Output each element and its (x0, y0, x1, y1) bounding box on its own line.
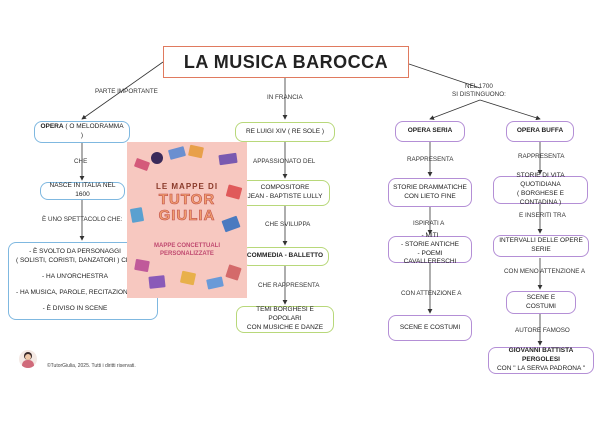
avatar (19, 350, 37, 368)
opera-buffa-node: OPERA BUFFA (506, 121, 574, 142)
middle-label-rappresenta: CHE RAPPRESENTA (258, 282, 320, 289)
spettacolo-bullet-3: - HA UN'ORCHESTRA (42, 272, 108, 280)
spettacolo-bullet-1: - È SVOLTO DA PERSONAGGI (29, 248, 121, 255)
book-icon (148, 275, 166, 289)
logo-line4: MAPPE CONCETTUALI (154, 243, 220, 249)
branch-label-left: PARTE IMPORTANTE (95, 88, 158, 95)
opera-seria-node: OPERA SERIA (395, 121, 465, 142)
buffa-label-inseriti: E INSERITI TRA (519, 212, 566, 219)
book-icon (179, 270, 197, 286)
commedia-node: COMMEDIA - BALLETTO (241, 247, 329, 266)
middle-label-sviluppa: CHE SVILUPPA (265, 221, 311, 228)
branch-label-middle: IN FRANCIA (267, 94, 303, 101)
buffa-storie-line1: STORIE DI VITA QUOTIDIANA (516, 172, 565, 189)
logo-line2: TUTOR (158, 191, 216, 208)
buffa-intervalli-node: INTERVALLI DELLE OPERE SERIE (493, 235, 589, 257)
buffa-giovanni-line2: CON " LA SERVA PADRONA " (496, 364, 586, 372)
title-box: LA MUSICA BAROCCA (163, 46, 409, 78)
seria-storie-line2: CON LIETO FINE (404, 192, 456, 200)
compositore-line1: COMPOSITORE (260, 184, 310, 192)
opera-node-rest: ( O MELODRAMMA ) (63, 123, 124, 139)
book-icon (206, 276, 224, 290)
temi-node: TEMI BORGHESI E POPOLARI CON MUSICHE E D… (236, 306, 334, 333)
opera-node-bold: OPERA (40, 123, 64, 131)
spettacolo-bullet-5: - È DIVISO IN SCENE (42, 305, 108, 313)
seria-miti-line3: - POEMI CAVALLERESCHI (403, 249, 457, 266)
seria-storie-node: STORIE DRAMMATICHE CON LIETO FINE (388, 178, 472, 207)
compositore-line2: JEAN - BAPTISTE LULLY (247, 193, 323, 200)
logo-line5: PERSONALIZZATE (160, 250, 214, 257)
seria-label-ispirati: ISPIRATI A (413, 220, 445, 227)
spettacolo-bullet-2: ( SOLISTI, CORISTI, DANZATORI ) CHE CA (16, 256, 146, 264)
buffa-storie-node: STORIE DI VITA QUOTIDIANA ( BORGHESE E C… (493, 172, 588, 206)
logo-line3: GIULIA (158, 206, 216, 224)
left-label-che: CHE (74, 158, 88, 165)
seria-miti-line1: - MITI (421, 231, 439, 239)
temi-line2: CON MUSICHE E DANZE (246, 323, 324, 331)
seria-miti-line2: - STORIE ANTICHE (400, 240, 460, 248)
book-icon (167, 146, 187, 160)
page-title: LA MUSICA BAROCCA (183, 51, 389, 72)
spettacolo-bullet-4: - HA MUSICA, PAROLE, RECITAZIONE E C (16, 289, 145, 297)
logo-name: TUTOR GIULIA (127, 191, 247, 224)
seria-miti-node: - MITI - STORIE ANTICHE - POEMI CAVALLER… (388, 232, 472, 265)
logo-line1: LE MAPPE DI (155, 182, 219, 191)
logo-subtitle: MAPPE CONCETTUALI PERSONALIZZATE (127, 243, 247, 259)
buffa-giovanni-line1: GIOVANNI BATTISTA PERGOLESI (508, 347, 574, 364)
branch-label-right: NEL 1700 SI DISTINGUONO: (452, 83, 506, 99)
seria-label-rappresenta: RAPPRESENTA (407, 156, 454, 163)
re-luigi-node: RE LUIGI XIV ( RE SOLE ) (235, 122, 335, 142)
buffa-scene-node: SCENE E COSTUMI (506, 291, 576, 314)
tutor-giulia-logo: LE MAPPE DI TUTOR GIULIA MAPPE CONCETTUA… (127, 142, 247, 298)
avatar-face-icon (25, 354, 31, 360)
buffa-label-autore: AUTORE FAMOSO (515, 327, 570, 334)
opera-node: OPERA ( O MELODRAMMA ) (34, 121, 130, 143)
buffa-label-rappresenta: RAPPRESENTA (518, 153, 565, 160)
book-icon (218, 152, 238, 166)
branch-label-right-line2: SI DISTINGUONO: (452, 91, 506, 99)
seria-label-attenzione: CON ATTENZIONE A (401, 290, 462, 297)
compositore-node: COMPOSITORE JEAN - BAPTISTE LULLY (240, 180, 330, 206)
book-icon (134, 258, 150, 273)
girl-reading-icon (151, 152, 163, 164)
book-icon (133, 157, 151, 172)
middle-label-appassionato: APPASSIONATO DEL (253, 158, 316, 165)
branch-label-right-line1: NEL 1700 (465, 83, 493, 90)
avatar-body-icon (22, 360, 34, 368)
buffa-giovanni-node: GIOVANNI BATTISTA PERGOLESI CON " LA SER… (488, 347, 594, 374)
nasce-node: NASCE IN ITALIA NEL 1600 (40, 182, 125, 200)
book-icon (188, 144, 204, 159)
book-icon (225, 264, 242, 281)
temi-line1: TEMI BORGHESI E POPOLARI (256, 306, 314, 323)
buffa-storie-line2: ( BORGHESE E CONTADINA ) (517, 190, 564, 206)
left-label-spettacolo: È UNO SPETTACOLO CHE: (42, 216, 123, 223)
buffa-label-meno: CON MENO ATTENZIONE A (504, 268, 586, 275)
copyright-footer: ©TutorGiulia, 2025. Tutti i diritti rise… (47, 363, 136, 369)
seria-storie-line1: STORIE DRAMMATICHE (393, 183, 467, 191)
seria-scene-node: SCENE E COSTUMI (388, 315, 472, 341)
